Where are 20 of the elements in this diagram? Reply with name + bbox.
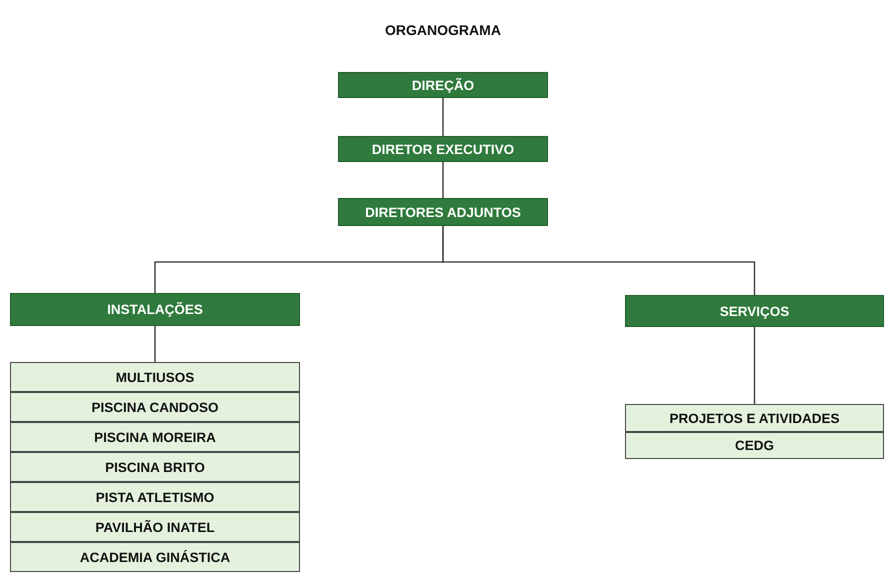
list-item-box: PAVILHÃO INATEL	[10, 512, 300, 542]
connector-line	[442, 162, 444, 198]
connector-line	[442, 226, 756, 295]
list-item-box: PISCINA MOREIRA	[10, 422, 300, 452]
org-unit-box: DIREÇÃO	[338, 72, 548, 98]
org-unit-box: SERVIÇOS	[625, 295, 884, 327]
connector-line	[754, 327, 756, 404]
list-item-box: PROJETOS E ATIVIDADES	[625, 404, 884, 432]
org-unit-box: INSTALAÇÕES	[10, 293, 300, 326]
list-item-box: PISTA ATLETISMO	[10, 482, 300, 512]
org-unit-box: DIRETOR EXECUTIVO	[338, 136, 548, 162]
list-item-box: MULTIUSOS	[10, 362, 300, 392]
diagram-title: ORGANOGRAMA	[384, 22, 502, 38]
list-item-box: CEDG	[625, 432, 884, 459]
connector-line	[442, 98, 444, 136]
list-item-box: ACADEMIA GINÁSTICA	[10, 542, 300, 572]
connector-line	[154, 326, 156, 362]
org-unit-box: DIRETORES ADJUNTOS	[338, 198, 548, 226]
list-item-box: PISCINA CANDOSO	[10, 392, 300, 422]
list-item-box: PISCINA BRITO	[10, 452, 300, 482]
